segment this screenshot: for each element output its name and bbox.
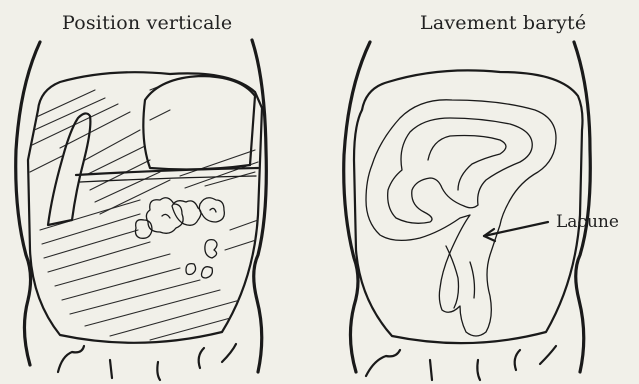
colon-inner bbox=[388, 118, 533, 223]
right-pelvis-mark-2 bbox=[430, 360, 432, 380]
right-abdomen-outline bbox=[354, 70, 583, 343]
left-abdomen-outline bbox=[28, 72, 262, 343]
right-pelvis-mark-4 bbox=[515, 350, 520, 370]
left-pelvis-mark-5 bbox=[222, 344, 236, 362]
left-pelvis-mark-4 bbox=[199, 348, 204, 368]
left-pelvis-mark-1 bbox=[58, 346, 84, 372]
left-gas-bubbles bbox=[136, 198, 225, 278]
right-pelvis-mark-3 bbox=[477, 360, 480, 380]
left-pelvis-mark-2 bbox=[110, 360, 112, 378]
left-panel-drawing bbox=[16, 40, 267, 380]
right-panel-drawing bbox=[344, 42, 591, 380]
right-pelvis-mark-1 bbox=[366, 350, 400, 376]
right-body-outline-right bbox=[574, 42, 590, 372]
right-colon bbox=[366, 100, 556, 336]
right-pelvis-mark-5 bbox=[540, 346, 556, 364]
left-body-outline-left bbox=[16, 42, 40, 365]
left-colon-segment bbox=[48, 113, 90, 225]
left-pelvis-mark-3 bbox=[157, 362, 160, 380]
